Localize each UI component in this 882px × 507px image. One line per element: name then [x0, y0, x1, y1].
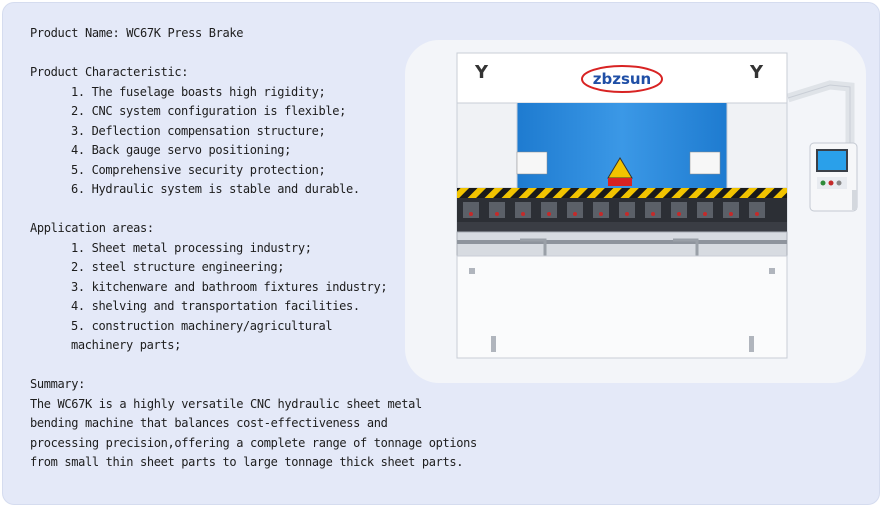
application-item: 2. steel structure engineering;: [71, 260, 285, 274]
summary-line: processing precision,offering a complete…: [30, 436, 477, 450]
svg-text:Y: Y: [749, 62, 764, 83]
characteristics-heading: Product Characteristic:: [30, 65, 189, 79]
summary-line: The WC67K is a highly versatile CNC hydr…: [30, 397, 422, 411]
application-item: 3. kitchenware and bathroom fixtures ind…: [71, 280, 388, 294]
svg-text:zbzsun: zbzsun: [593, 70, 651, 88]
hazard-stripe: [457, 188, 787, 198]
lower-body: [456, 255, 788, 359]
press-brake-illustration: Y Y zbzsun: [456, 52, 858, 359]
summary-line: from small thin sheet parts to large ton…: [30, 455, 464, 469]
characteristic-item: 2. CNC system configuration is flexible;: [71, 104, 346, 118]
brand-logo: zbzsun: [581, 65, 663, 93]
application-item: 1. Sheet metal processing industry;: [71, 241, 312, 255]
characteristic-item: 5. Comprehensive security protection;: [71, 163, 326, 177]
characteristic-item: 6. Hydraulic system is stable and durabl…: [71, 182, 360, 196]
press-brake-photo: Y Y zbzsun: [405, 40, 866, 383]
application-item-continued: machinery parts;: [71, 338, 181, 352]
characteristic-item: 1. The fuselage boasts high rigidity;: [71, 85, 326, 99]
application-item: 4. shelving and transportation facilitie…: [71, 299, 360, 313]
summary-heading: Summary:: [30, 377, 85, 391]
characteristic-item: 4. Back gauge servo positioning;: [71, 143, 291, 157]
summary-line: bending machine that balances cost-effec…: [30, 416, 388, 430]
top-beam: [456, 52, 788, 104]
applications-heading: Application areas:: [30, 221, 154, 235]
product-name: Product Name: WC67K Press Brake: [30, 26, 244, 40]
application-item: 5. construction machinery/agricultural: [71, 319, 333, 333]
cnc-control-console: [809, 142, 858, 212]
svg-text:Y: Y: [474, 62, 489, 83]
characteristic-item: 3. Deflection compensation structure;: [71, 124, 326, 138]
